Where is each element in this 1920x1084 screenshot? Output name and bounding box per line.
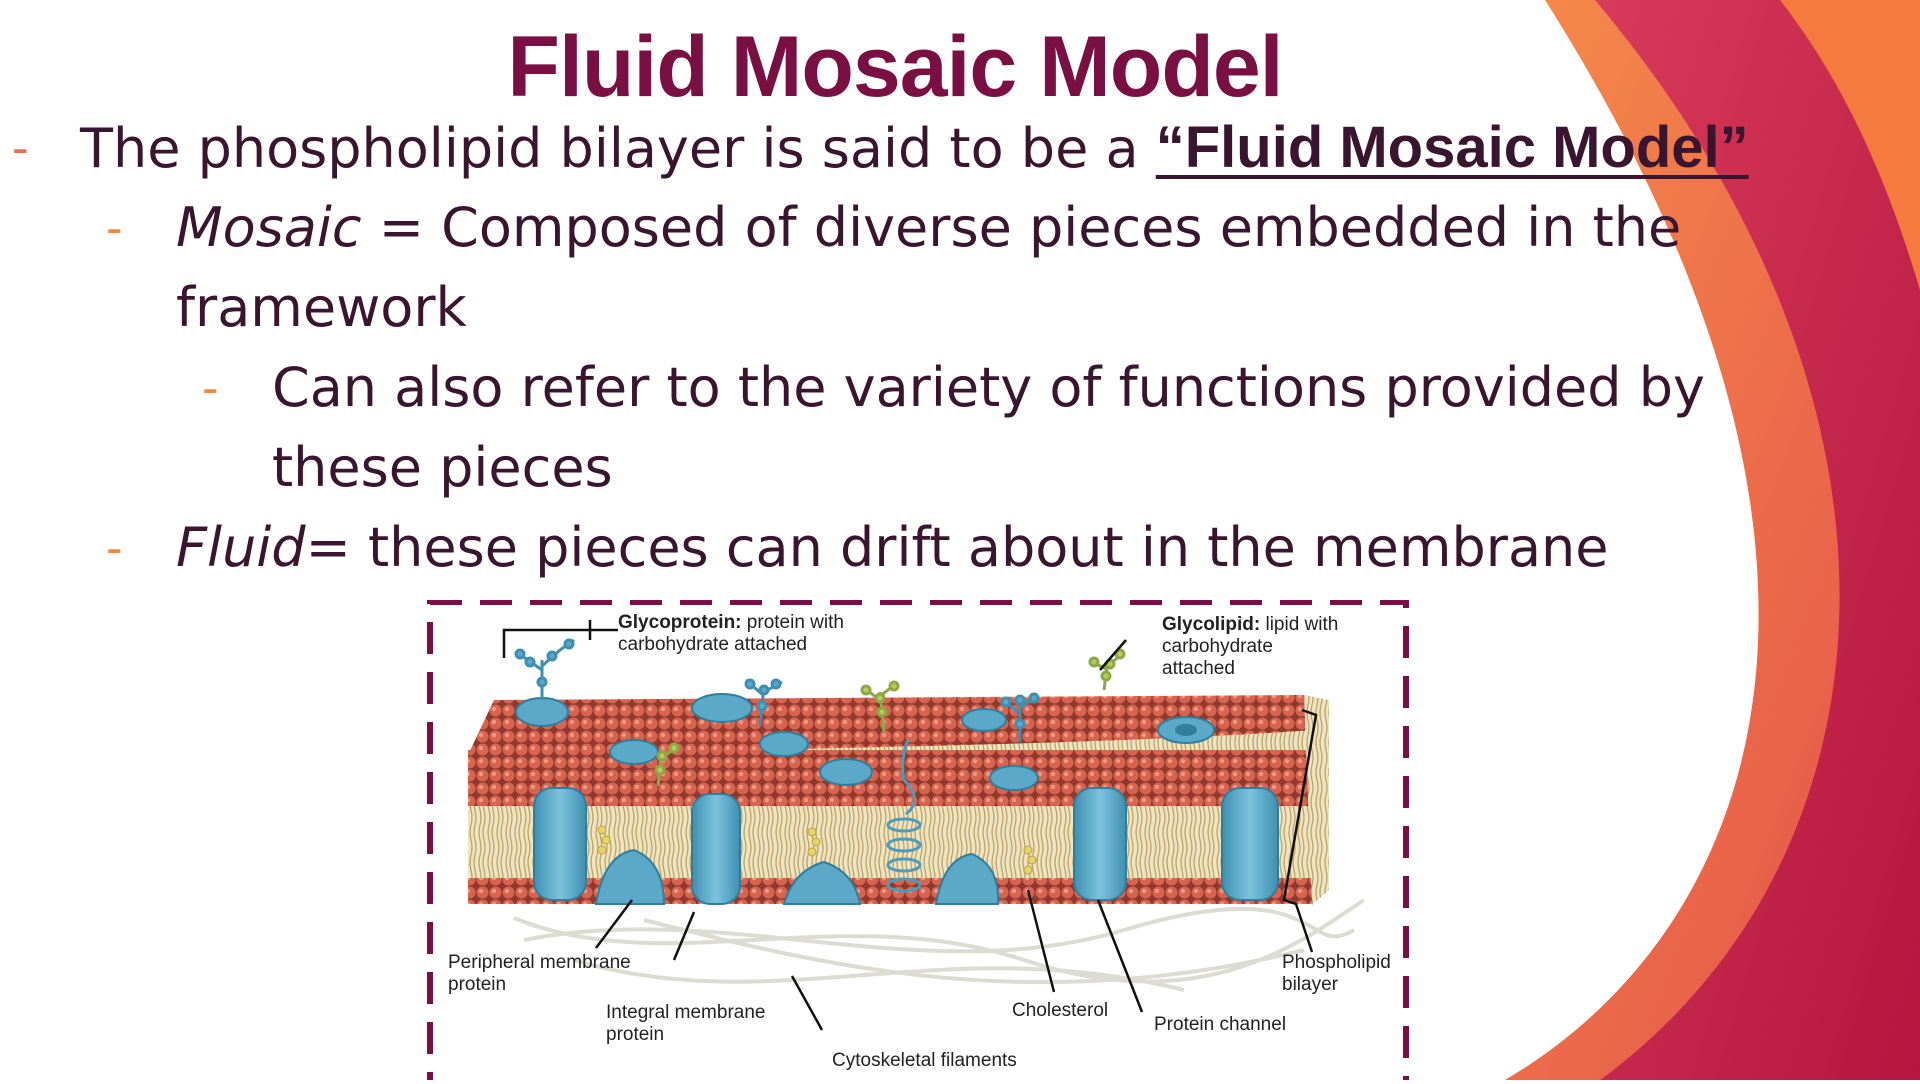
glycolipid-desc: lipid with (1260, 614, 1339, 635)
bullet-dash: - (106, 201, 123, 255)
bullet-2-text: = Composed of diverse pieces embedded in… (361, 196, 1682, 259)
integral-proteins (533, 787, 1279, 905)
cytoskeletal-filaments (513, 898, 1366, 992)
leader-lines (502, 620, 1318, 1031)
crimson-wave (1595, 0, 1920, 1080)
peripheral-line-2: protein (448, 974, 507, 995)
glycoprotein-chains (514, 638, 1040, 742)
glycoprotein-desc-2: carbohydrate attached (618, 634, 808, 655)
bullet-2-line-1: Mosaic = Composed of diverse pieces embe… (176, 188, 1681, 268)
bullet-dash: - (202, 361, 219, 415)
fluid-term: Fluid (176, 516, 306, 579)
integral-line-2: protein (606, 1024, 665, 1045)
bullet-dash: - (12, 121, 29, 175)
glycolipid-desc-3: attached (1162, 658, 1235, 679)
orange-accent (1780, 0, 1920, 290)
glycolipid-term: Glycolipid: (1162, 614, 1261, 635)
bullet-4-text: = these pieces can drift about in the me… (305, 516, 1609, 579)
figure-frame (427, 599, 1409, 1084)
glycoprotein-desc: protein with (741, 612, 844, 633)
bullet-3-line-1: Can also refer to the variety of functio… (272, 356, 1705, 419)
slide-title: Fluid Mosaic Model (507, 19, 1283, 115)
integral-line-1: Integral membrane (606, 1002, 766, 1023)
bilayer-line-1: Phospholipid (1282, 952, 1391, 973)
label-protein-channel: Protein channel (1154, 1014, 1287, 1035)
helix-protein (886, 739, 922, 893)
bullet-1-text: The phospholipid bilayer is said to be a (80, 117, 1156, 180)
label-cholesterol: Cholesterol (1012, 1000, 1109, 1021)
glycolipid-desc-2: carbohydrate (1162, 636, 1273, 657)
cholesterol-molecules (597, 825, 1037, 875)
bullet-3-line-2: these pieces (272, 436, 613, 499)
bullet-4: Fluid= these pieces can drift about in t… (176, 508, 1609, 588)
bullet-1: The phospholipid bilayer is said to be a… (80, 108, 1749, 189)
bullet-2-line-2: framework (176, 276, 467, 339)
bullet-dash: - (106, 521, 123, 575)
glycolipid-chains (654, 648, 1126, 787)
label-cytoskeletal-filaments: Cytoskeletal filaments (832, 1050, 1017, 1071)
mosaic-term: Mosaic (176, 196, 362, 259)
glycoprotein-term: Glycoprotein: (618, 612, 742, 633)
bullet-1-emphasis: “Fluid Mosaic Model” (1155, 115, 1749, 180)
peripheral-line-1: Peripheral membrane (448, 952, 631, 973)
bilayer-line-2: bilayer (1282, 974, 1338, 995)
membrane-illustration (427, 599, 1409, 1084)
